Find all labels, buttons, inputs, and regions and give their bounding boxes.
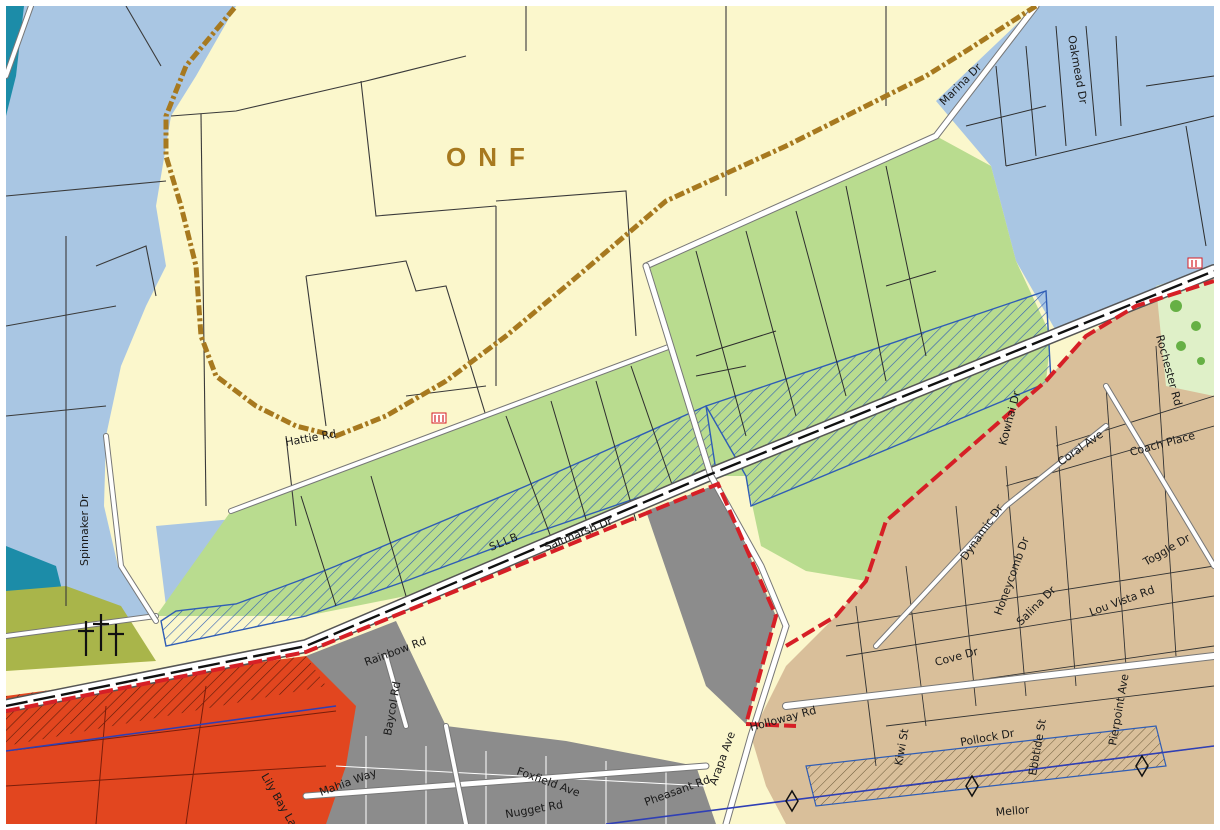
rural-residential-zone-northeast <box>936 6 1214 331</box>
cemetery-cross-icon <box>78 614 124 656</box>
tree-symbol <box>1176 341 1186 351</box>
urban-limit-line <box>6 279 1214 728</box>
railway-line <box>6 269 1214 708</box>
tree-symbol <box>1197 357 1205 365</box>
heritage-site-icon[interactable] <box>431 412 447 424</box>
future-urban-zone-west <box>156 346 711 616</box>
district-boundary-line <box>163 6 1038 439</box>
tree-symbol <box>1170 300 1182 312</box>
heritage-site-icon[interactable] <box>1187 257 1203 269</box>
tree-symbol <box>1191 321 1201 331</box>
parcel-boundaries-green <box>300 165 937 607</box>
rural-residential-zone-west <box>6 6 236 646</box>
street-label[interactable]: Spinnaker Dr <box>78 494 91 566</box>
stormwater-line <box>6 705 337 752</box>
industrial-zone-central <box>646 484 776 724</box>
commercial-lot-lines <box>6 685 337 824</box>
commercial-hatched-strip <box>6 656 326 746</box>
parcel-boundaries <box>6 6 887 606</box>
survey-marker-icon <box>785 754 1149 813</box>
street-label[interactable]: Kiwi St <box>892 727 911 766</box>
street-label[interactable]: Mellor <box>995 803 1030 819</box>
stormwater-line <box>605 745 1214 824</box>
zoning-map[interactable]: ONF SLLB Spinnaker Dr Marina Dr Oakmead … <box>6 6 1214 824</box>
region-label-onf: ONF <box>446 142 537 172</box>
parcel-boundaries-northeast <box>965 25 1214 247</box>
